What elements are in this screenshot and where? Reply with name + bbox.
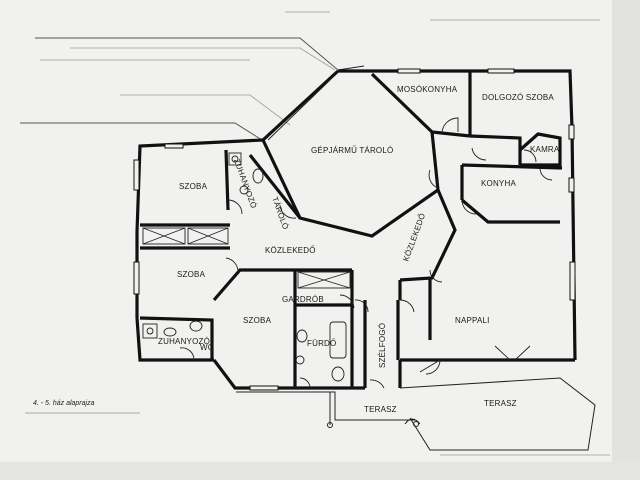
window [397, 68, 421, 74]
room-label-zuhanyozo-wc: ZUHANYOZÓ [158, 337, 210, 346]
background-site-lines [40, 11, 610, 456]
room-label-gepjarmu-tarolo: GÉPJÁRMŰ TÁROLÓ [311, 146, 393, 155]
sink [239, 185, 249, 195]
room-label-szoba-1: SZOBA [179, 182, 208, 191]
door [471, 147, 487, 161]
garage-walls [261, 72, 440, 238]
door [523, 149, 537, 163]
post [413, 421, 419, 427]
shower-drain [146, 327, 154, 335]
patio-door [494, 345, 531, 361]
room-label-terasz-2: TERASZ [484, 399, 517, 408]
door [539, 167, 553, 181]
window [487, 68, 515, 74]
room-label-szelfogo: SZÉLFOGÓ [378, 323, 387, 368]
room-label-nappali: NAPPALI [455, 316, 490, 325]
door [339, 294, 355, 309]
terraces [236, 359, 596, 451]
toilet [252, 168, 264, 184]
shower-tray [142, 323, 158, 339]
door [354, 299, 369, 313]
paper-bottom-edge [0, 462, 640, 480]
room-label-kozlekedo-1: KÖZLEKEDŐ [265, 246, 316, 255]
doors [179, 117, 553, 389]
room-label-gardrob: GARDRÓB [282, 295, 324, 304]
door [429, 269, 443, 283]
window [568, 124, 575, 140]
wardrobe [142, 227, 186, 245]
windows [133, 68, 576, 391]
door [179, 347, 195, 361]
toilet [189, 320, 203, 332]
door [441, 117, 459, 133]
door [225, 257, 239, 273]
window [569, 261, 576, 301]
window [133, 261, 140, 295]
sink [163, 327, 177, 337]
interior-walls [139, 71, 563, 388]
room-label-terasz-1: TERASZ [364, 405, 397, 414]
bathtub [329, 321, 347, 359]
door [428, 169, 439, 189]
door [369, 379, 385, 389]
site-boundary [20, 37, 365, 141]
window [164, 143, 184, 149]
toilet [296, 329, 308, 343]
door [425, 359, 441, 375]
washbasin [331, 366, 345, 382]
room-label-furdo: FÜRDŐ [307, 339, 336, 348]
plan-caption: 4. - 5. ház alaprajza [33, 400, 95, 407]
fixtures [142, 152, 351, 382]
room-label-szoba-2: SZOBA [177, 270, 206, 279]
door [299, 377, 311, 389]
door [461, 199, 477, 215]
sink [295, 355, 305, 365]
window [133, 159, 140, 191]
room-label-kamra: KAMRA [530, 145, 560, 154]
room-label-szoba-3: SZOBA [243, 316, 272, 325]
wardrobe [297, 271, 351, 289]
room-label-mosokonyha: MOSÓKONYHA [397, 85, 458, 94]
shower-drain [231, 155, 239, 163]
room-label-wc: WC [200, 343, 214, 352]
door [399, 299, 415, 313]
post [327, 422, 333, 428]
paper-edge [612, 0, 640, 480]
door [227, 199, 243, 215]
door [279, 204, 297, 219]
wardrobe [187, 227, 229, 245]
room-label-dolgozo-szoba: DOLGOZÓ SZOBA [482, 93, 554, 102]
window [249, 385, 279, 391]
room-label-konyha: KONYHA [481, 179, 516, 188]
window [568, 177, 575, 193]
shower-tray [228, 152, 242, 166]
